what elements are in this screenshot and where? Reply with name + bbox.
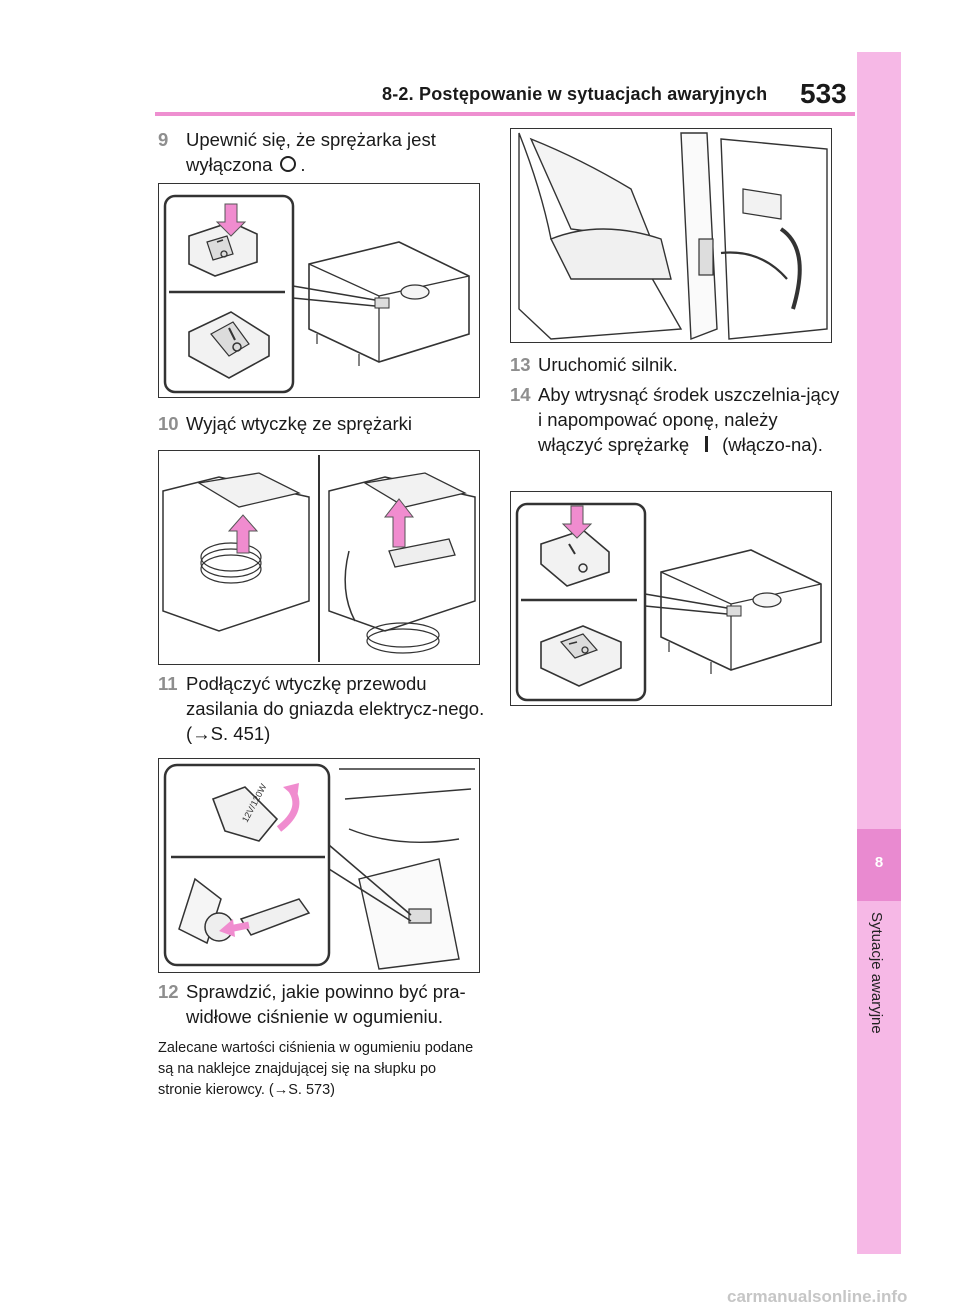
step-text: Uruchomić silnik. <box>538 354 678 375</box>
step-number: 12 <box>158 981 179 1002</box>
switch-on-illustration <box>515 502 822 702</box>
step-text: Podłączyć wtyczkę przewodu zasilania do … <box>186 673 485 744</box>
switch-off-illustration <box>163 194 470 394</box>
figure-switch-off <box>158 183 480 398</box>
step-text: Upewnić się, że sprężarka jest wyłączona <box>186 129 436 175</box>
figure-power-socket: 12V/120W <box>158 758 480 973</box>
remove-plug-illustration <box>162 455 476 662</box>
figure-door-pillar <box>510 128 832 343</box>
step-text-end: . <box>300 154 306 175</box>
figure-switch-on <box>510 491 832 706</box>
step-text-end: (włączo-na). <box>722 434 823 455</box>
figure-remove-plug <box>158 450 480 665</box>
step-number: 9 <box>158 129 169 150</box>
step-number: 11 <box>158 673 178 694</box>
step-text: Aby wtrysnąć środek uszczelnia-jący i na… <box>538 384 840 455</box>
step-13: 13 Uruchomić silnik. <box>510 352 840 377</box>
step-10: 10 Wyjąć wtyczkę ze sprężarki <box>158 411 488 436</box>
header-rule <box>155 112 855 116</box>
pressure-note: Zalecane wartości ciśnienia w ogumieniu … <box>158 1040 474 1098</box>
step-text: Wyjąć wtyczkę ze sprężarki <box>186 413 412 434</box>
watermark: carmanualsonline.info <box>727 1287 908 1306</box>
step-number: 10 <box>158 413 179 434</box>
chapter-side-tab <box>857 52 901 1254</box>
step-14: 14 Aby wtrysnąć środek uszczelnia-jący i… <box>510 382 840 457</box>
off-symbol-icon <box>280 156 297 172</box>
section-title: 8-2. Postępowanie w sytuacjach awaryjnyc… <box>382 84 768 104</box>
step-text: Sprawdzić, jakie powinno być pra-widłowe… <box>186 981 466 1027</box>
step-number: 13 <box>510 354 531 375</box>
step-number: 14 <box>510 384 531 405</box>
chapter-number: 8 <box>874 854 884 871</box>
chapter-number-block <box>857 829 901 901</box>
step-12: 12 Sprawdzić, jakie powinno być pra-widł… <box>158 979 488 1029</box>
page-number: 533 <box>800 78 847 109</box>
power-socket-illustration: 12V/120W <box>163 763 475 970</box>
door-pillar-illustration <box>518 132 828 341</box>
step-9: 9 Upewnić się, że sprężarka jest wyłączo… <box>158 127 488 177</box>
step-11: 11 Podłączyć wtyczkę przewodu zasilania … <box>158 671 488 746</box>
on-symbol-icon <box>705 436 709 452</box>
chapter-name: Sytuacje awaryjne <box>868 912 885 1034</box>
